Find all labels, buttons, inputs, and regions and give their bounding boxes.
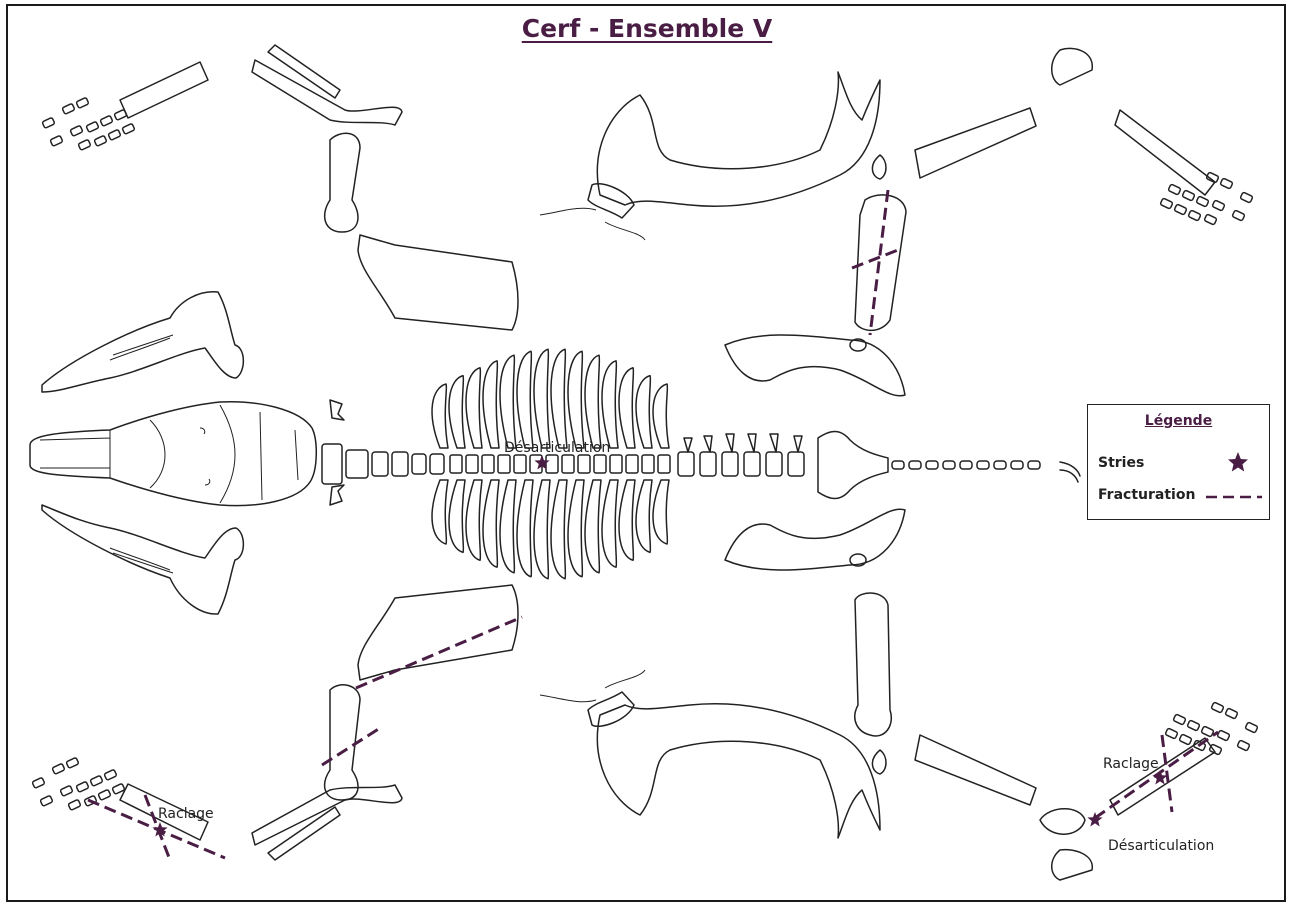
right-hindlimb bbox=[855, 593, 1258, 880]
annotation-raclage-right: Raclage bbox=[1103, 756, 1159, 772]
legend-title: Légende bbox=[1088, 413, 1269, 429]
legend-label-stries: Stries bbox=[1098, 455, 1144, 471]
antler-bottom bbox=[540, 670, 880, 838]
skull bbox=[30, 402, 316, 506]
annotation-desarticulation-right: Désarticulation bbox=[1108, 838, 1214, 854]
hyoid-upper bbox=[330, 400, 344, 420]
dashed-line-icon bbox=[1206, 491, 1262, 503]
annotation-desarticulation-spine: Désarticulation bbox=[504, 440, 610, 456]
hyoid-lower bbox=[330, 485, 344, 505]
vertebral-column bbox=[322, 432, 1080, 499]
pelvis-lower bbox=[725, 509, 905, 570]
mandible-lower bbox=[42, 505, 243, 614]
annotation-raclage-left: Raclage bbox=[158, 806, 214, 822]
left-forelimb bbox=[42, 45, 518, 330]
legend-label-fracturation: Fracturation bbox=[1098, 487, 1195, 503]
mandible-upper bbox=[42, 292, 243, 392]
legend-box: Légende Stries Fracturation bbox=[1087, 404, 1270, 520]
ribcage bbox=[432, 349, 669, 578]
right-forelimb bbox=[725, 48, 1253, 395]
star-icon bbox=[1227, 451, 1249, 473]
antler-top bbox=[540, 72, 880, 240]
left-hindlimb bbox=[32, 585, 518, 860]
